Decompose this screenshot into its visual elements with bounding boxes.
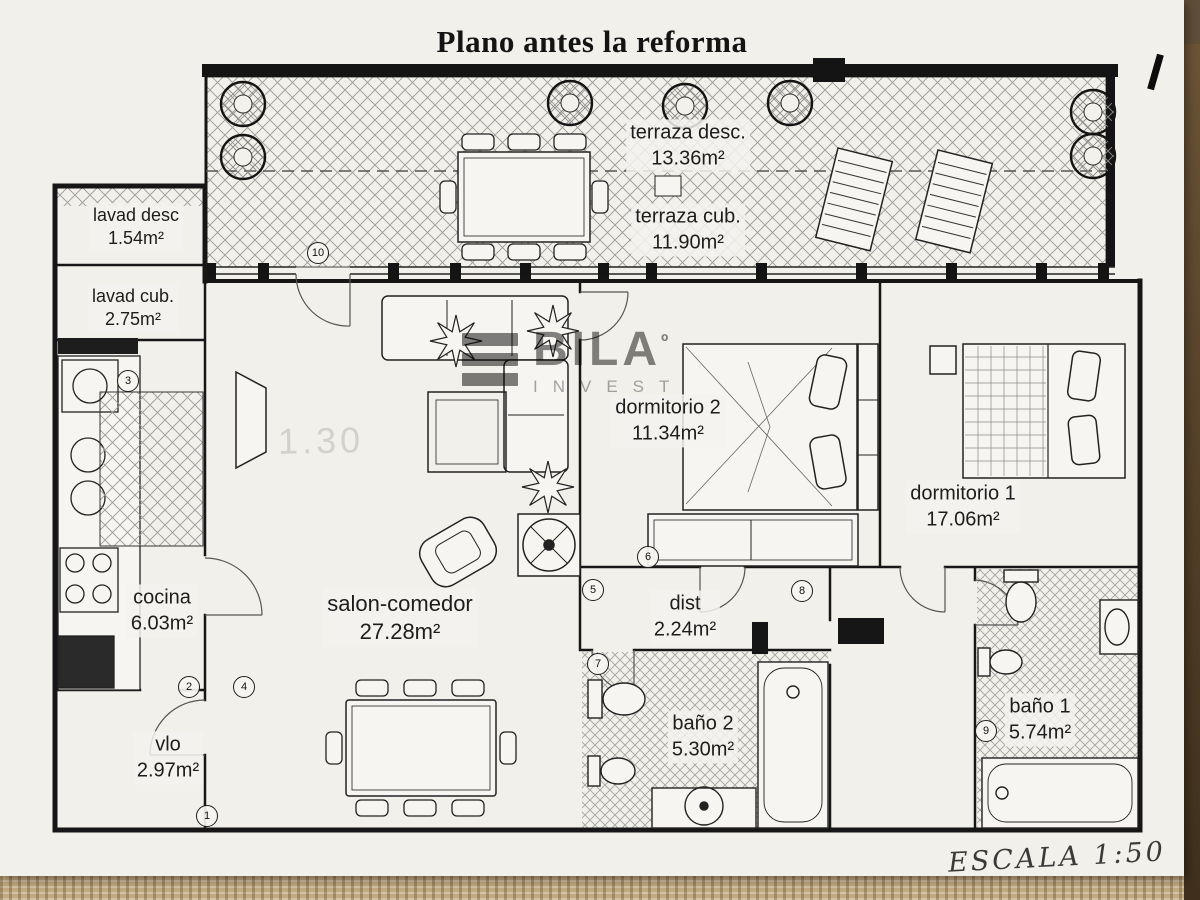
keynote-marker: 6: [637, 546, 659, 568]
dresser-dorm2: [647, 513, 859, 567]
toilet: [1005, 581, 1037, 623]
wall-stub: [838, 618, 884, 644]
sink: [1104, 608, 1130, 646]
pillow: [1067, 414, 1101, 466]
laundry-hatch: [57, 188, 203, 206]
keynote-marker: 8: [791, 580, 813, 602]
window-mullions: [205, 263, 1109, 279]
bed-dorm1: [962, 343, 1126, 479]
keynote-marker: 3: [117, 370, 139, 392]
bleed-through-text: 1.30: [277, 419, 365, 462]
keynote-marker: 1: [196, 805, 218, 827]
kitchen-counter: [99, 391, 204, 547]
plan-title: Plano antes la reforma: [436, 24, 748, 59]
bila-invest-logo: BILAº INVEST: [462, 326, 684, 397]
tv-unit: [235, 370, 267, 470]
headboard: [857, 343, 879, 511]
keynote-marker: 7: [587, 653, 609, 675]
kitchen-fixtures: [57, 338, 204, 691]
keynote-marker: 10: [307, 242, 329, 264]
bathroom1-fixtures: [977, 569, 1139, 829]
bidet: [600, 757, 636, 785]
bedroom2-furniture: [647, 343, 879, 567]
logo-subtitle: INVEST: [533, 377, 685, 396]
bedroom1-furniture: [929, 343, 1126, 479]
nightstand: [929, 345, 957, 375]
living-room-furniture: [235, 295, 581, 817]
keynote-marker: 4: [233, 676, 255, 698]
toilet-tank: [1003, 569, 1039, 583]
terrace-drain: [654, 175, 682, 197]
room-label-terraza-cub: terraza cub.11.90m²: [631, 203, 745, 257]
logo-bars-icon: [462, 333, 518, 386]
floor-plan-drawing: [52, 58, 1143, 833]
sofa: [381, 295, 569, 473]
keynote-marker: 9: [975, 720, 997, 742]
vanity: [651, 787, 757, 829]
terrace-dining-set: [439, 133, 609, 261]
sink: [684, 786, 724, 826]
keynote-marker: 5: [582, 579, 604, 601]
plan-paper: Plano antes la reforma BILAº INVEST terr…: [0, 0, 1184, 879]
bathtub: [757, 661, 829, 829]
side-table: [517, 513, 581, 577]
keynote-marker: 2: [178, 676, 200, 698]
dining-table: [325, 679, 517, 817]
logo-wordmark: BILAº: [533, 323, 673, 376]
armchair: [418, 516, 498, 588]
rug: [427, 391, 507, 473]
bathroom2-fixtures: [587, 618, 884, 829]
pillow: [808, 354, 848, 410]
fridge: [57, 635, 115, 689]
bidet: [989, 649, 1023, 675]
room-label-terraza-desc: terraza desc.13.36m²: [626, 119, 750, 173]
plant-icon: [521, 460, 575, 514]
pillow: [809, 434, 847, 490]
bathtub: [981, 757, 1139, 829]
photo-edge: [1184, 44, 1200, 900]
toilet: [602, 682, 646, 716]
room-label-lavad-cub: lavad cub.2.75m²: [87, 283, 179, 333]
toilet-tank: [587, 679, 603, 719]
wall-stub: [752, 622, 768, 654]
pillow: [1066, 350, 1102, 402]
